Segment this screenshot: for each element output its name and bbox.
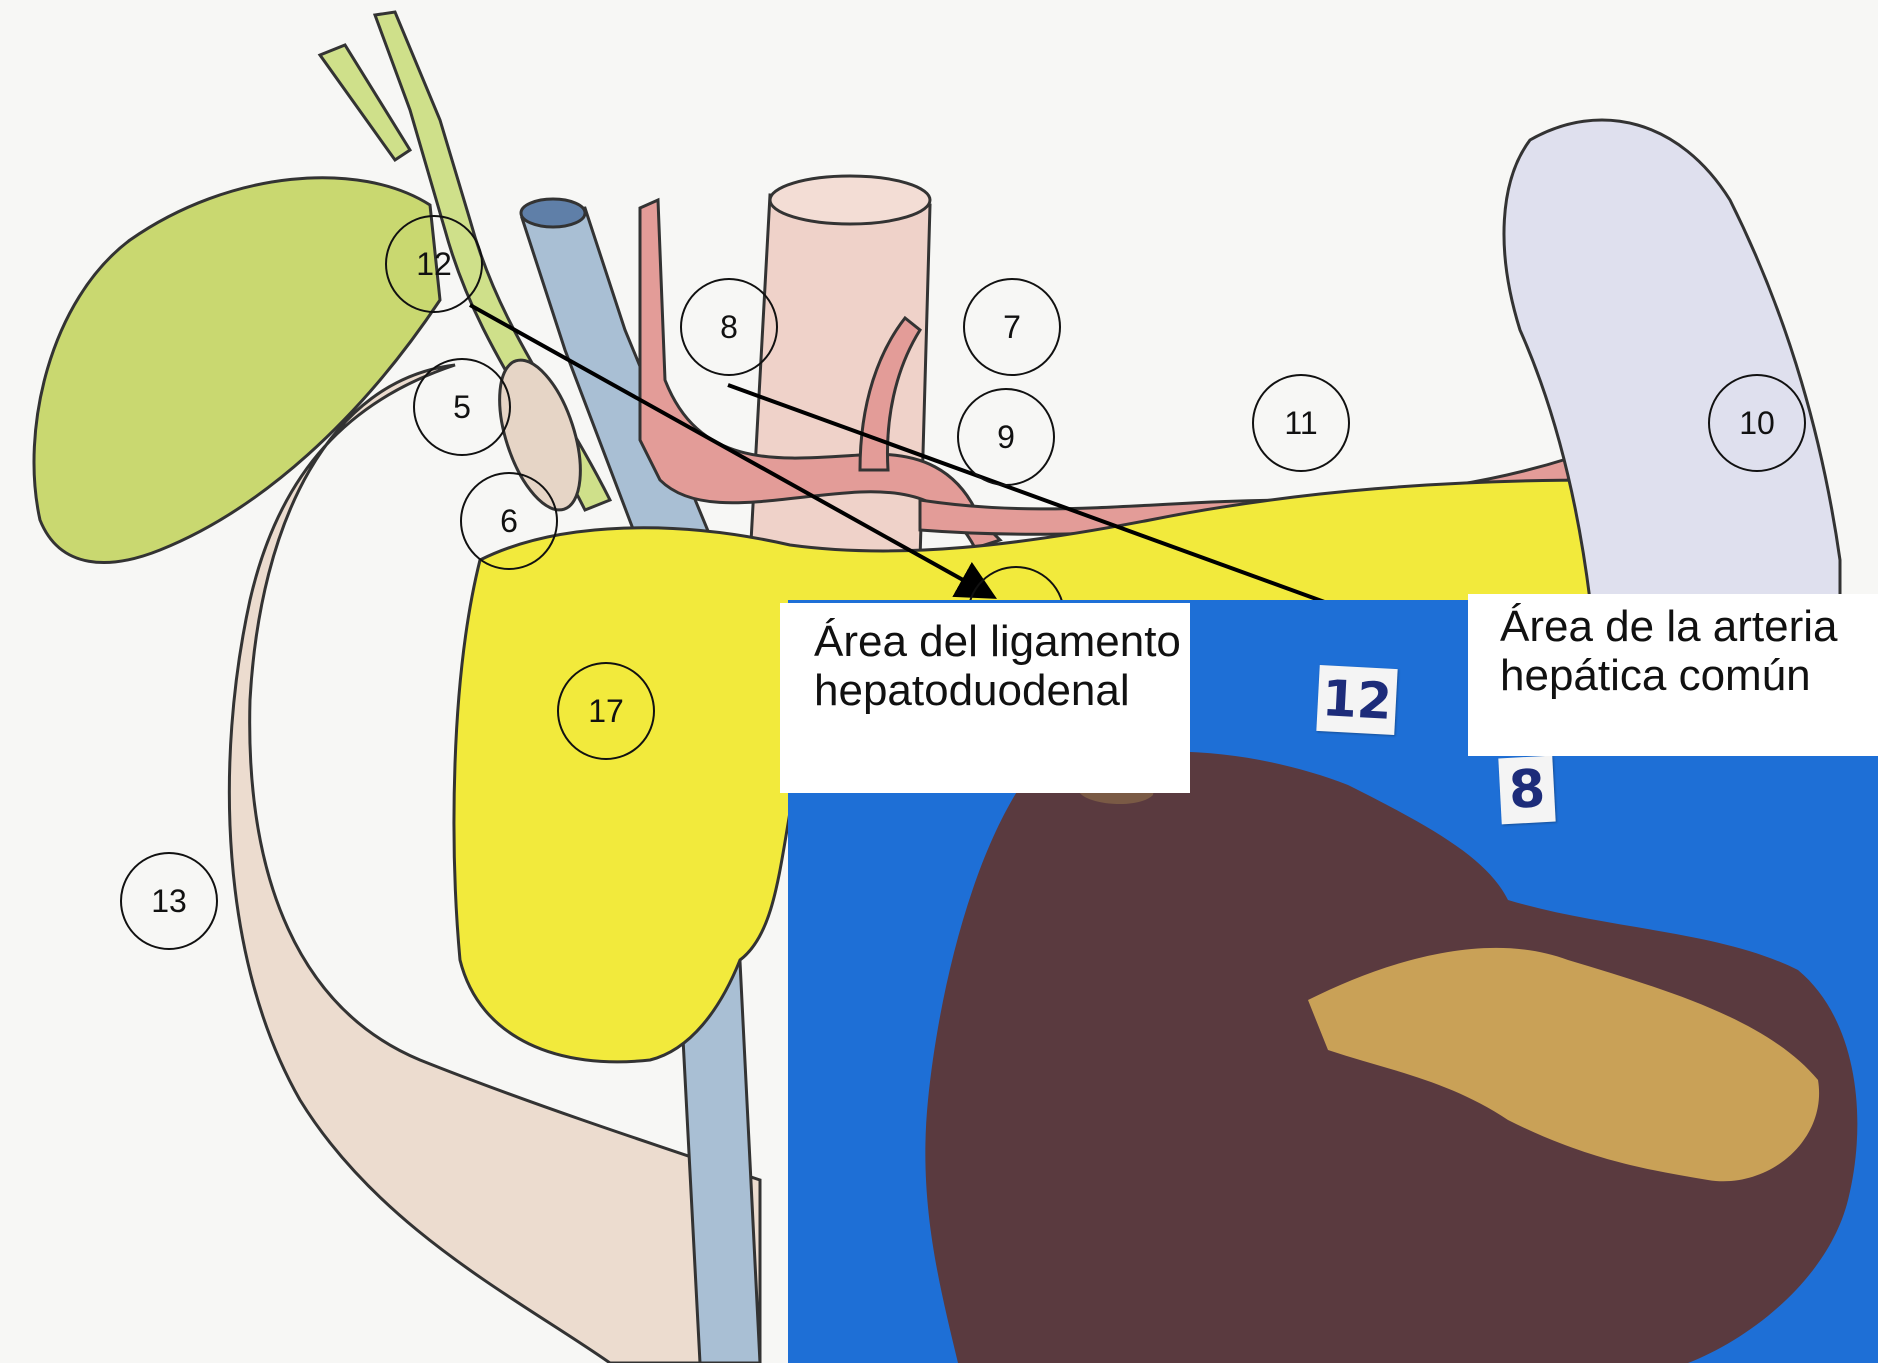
portal-vein-lumen xyxy=(521,199,585,227)
label-common-hepatic-artery-area: Área de la arteria hepática común xyxy=(1468,594,1878,756)
label-hepatoduodenal-area: Área del ligamento hepatoduodenal xyxy=(780,603,1190,793)
station-circle-7: 7 xyxy=(963,278,1061,376)
station-circle-5: 5 xyxy=(413,358,511,456)
station-circle-9: 9 xyxy=(957,388,1055,486)
aorta-lumen xyxy=(770,176,930,224)
station-circle-13: 13 xyxy=(120,852,218,950)
station-circle-8: 8 xyxy=(680,278,778,376)
photo-card-12: 12 xyxy=(1316,665,1397,735)
station-circle-12: 12 xyxy=(385,215,483,313)
station-circle-10: 10 xyxy=(1708,374,1806,472)
aorta xyxy=(750,195,930,560)
photo-card-8: 8 xyxy=(1498,756,1555,825)
station-circle-6: 6 xyxy=(460,472,558,570)
station-circle-17: 17 xyxy=(557,662,655,760)
station-circle-11: 11 xyxy=(1252,374,1350,472)
gallbladder xyxy=(34,178,440,563)
